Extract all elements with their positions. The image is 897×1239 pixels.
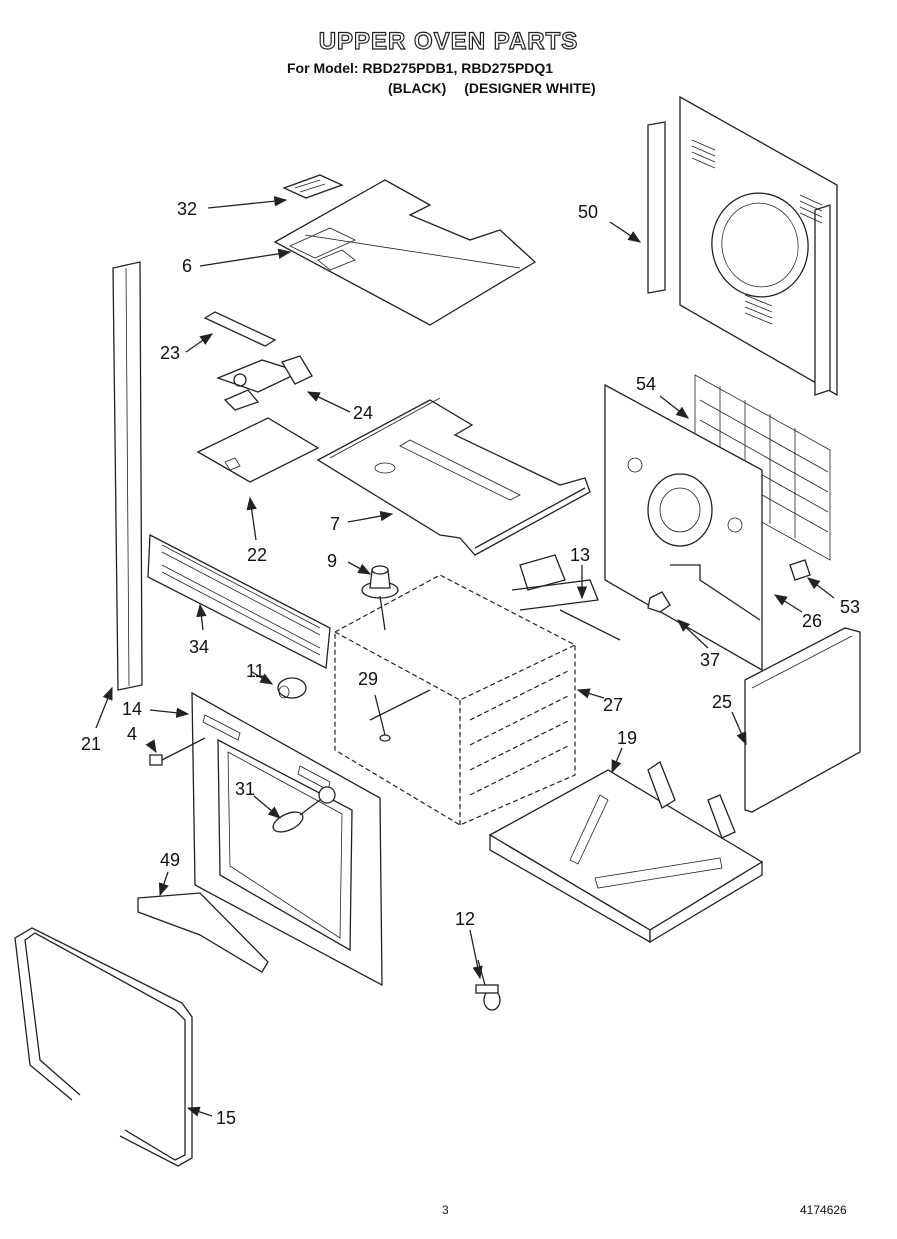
model-numbers: For Model: RBD275PDB1, RBD275PDQ1	[287, 60, 554, 76]
part-9-fan-motor	[361, 565, 399, 631]
callout-25: 25	[712, 692, 733, 712]
page-number: 3	[442, 1203, 449, 1217]
callout-14: 14	[122, 699, 143, 719]
part-32-bracket	[282, 174, 344, 199]
callout-7: 7	[330, 514, 341, 534]
part-29-rod	[374, 694, 391, 742]
callout-29: 29	[358, 669, 379, 689]
part-14-front-frame	[191, 691, 383, 987]
part-34-control-panel	[147, 533, 331, 670]
callout-13: 13	[570, 545, 591, 565]
callout-24: 24	[353, 403, 374, 423]
callout-22: 22	[247, 545, 268, 565]
leader-arrows	[95, 196, 835, 1117]
callout-50: 50	[578, 202, 599, 222]
part-49-bottom-trim	[137, 892, 269, 973]
part-13-element	[511, 554, 621, 641]
part-15-gasket	[14, 927, 193, 1167]
callout-21: 21	[81, 734, 102, 754]
callout-4: 4	[127, 724, 138, 744]
part-25-side-panel	[744, 627, 861, 813]
callout-19: 19	[617, 728, 638, 748]
callout-12: 12	[455, 909, 476, 929]
part-4-screw	[149, 737, 206, 766]
part-26-convection-panel	[604, 383, 763, 672]
page-title: UPPER OVEN PARTS	[318, 27, 579, 55]
callout-32: 32	[177, 199, 198, 219]
callout-49: 49	[160, 850, 181, 870]
callout-15: 15	[216, 1108, 237, 1128]
part-50-rear-panel	[647, 95, 838, 397]
part-21-side-trim	[112, 261, 143, 691]
callout-27: 27	[603, 695, 624, 715]
variant-designer-white: (DESIGNER WHITE)	[464, 80, 596, 96]
callout-26: 26	[802, 611, 823, 631]
callout-9: 9	[327, 551, 338, 571]
callout-37: 37	[700, 650, 721, 670]
part-19-bottom-tray	[488, 761, 764, 944]
callout-23: 23	[160, 343, 181, 363]
part-23-strip	[203, 311, 277, 347]
part-53-clip	[789, 559, 811, 581]
callout-54: 54	[636, 374, 657, 394]
part-27-oven-cavity	[334, 574, 576, 826]
part-11-light-socket	[277, 677, 307, 699]
callout-6: 6	[182, 256, 193, 276]
part-22-insulation-sheet	[196, 417, 320, 483]
callout-53: 53	[840, 597, 861, 617]
part-24-lock-assembly	[216, 355, 313, 411]
variant-black: (BLACK)	[388, 80, 447, 96]
callout-31: 31	[235, 779, 256, 799]
part-7-duct	[316, 397, 591, 556]
document-number: 4174626	[800, 1203, 847, 1217]
part-6-top-shield	[273, 179, 537, 326]
part-12-sensor	[475, 959, 501, 1011]
part-37-fan-blade	[647, 591, 671, 613]
color-variants: (BLACK) (DESIGNER WHITE)	[388, 80, 610, 96]
callout-34: 34	[189, 637, 210, 657]
callout-11: 11	[246, 661, 265, 681]
